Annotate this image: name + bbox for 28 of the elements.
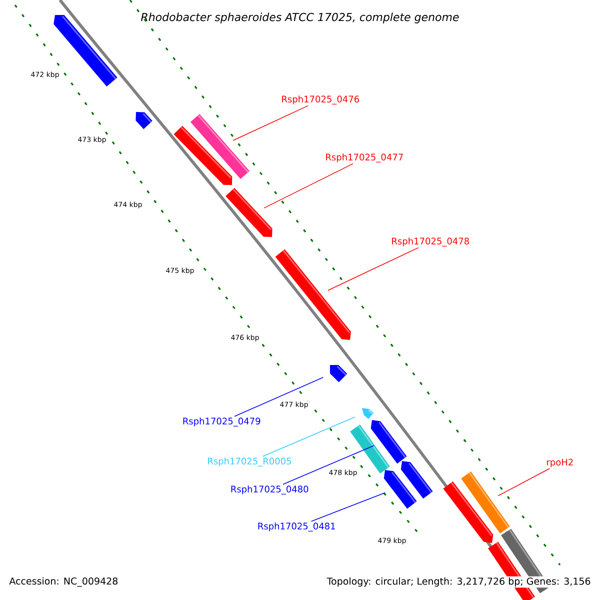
gene-feature-bar bbox=[461, 472, 510, 534]
gene-feature-bar bbox=[400, 461, 433, 499]
leader-line bbox=[498, 468, 550, 496]
gene-label: Rsph17025_R0005 bbox=[208, 458, 291, 466]
gene-label: Rsph17025_0478 bbox=[392, 238, 469, 246]
gene-feature-bar bbox=[275, 249, 351, 340]
footer-text: Accession: NC_009428 bbox=[8, 576, 120, 588]
leader-line bbox=[328, 247, 419, 291]
gene-feature-bar bbox=[136, 112, 152, 130]
leader-line bbox=[264, 163, 354, 208]
gene-label: rpoH2 bbox=[547, 458, 573, 468]
footer-text: Topology: circular; Length: 3,217,726 bp; Genes: 3,156 bbox=[326, 576, 592, 588]
leader-line bbox=[232, 105, 309, 141]
gene-feature-bar bbox=[226, 188, 272, 237]
gene-label: Rsph17025_0477 bbox=[326, 154, 403, 162]
gene-feature-bar bbox=[330, 365, 348, 382]
gene-label: Rsph17025_0476 bbox=[282, 96, 360, 104]
gene-feature-bar bbox=[190, 114, 250, 179]
gene-label: Rsph17025_0480 bbox=[231, 486, 308, 494]
title: Rhodobacter sphaeroides ATCC 17025, complete genome bbox=[141, 12, 459, 24]
leader-line bbox=[262, 416, 356, 457]
leader-line bbox=[310, 492, 386, 522]
gene-feature-bar bbox=[384, 470, 417, 509]
gene-label: Rsph17025_0481 bbox=[258, 522, 335, 532]
gene-label: Rsph17025_0479 bbox=[183, 418, 260, 426]
gene-feature-bar bbox=[370, 420, 407, 464]
leader-line bbox=[234, 377, 324, 417]
gene-feature-bar bbox=[362, 408, 374, 419]
